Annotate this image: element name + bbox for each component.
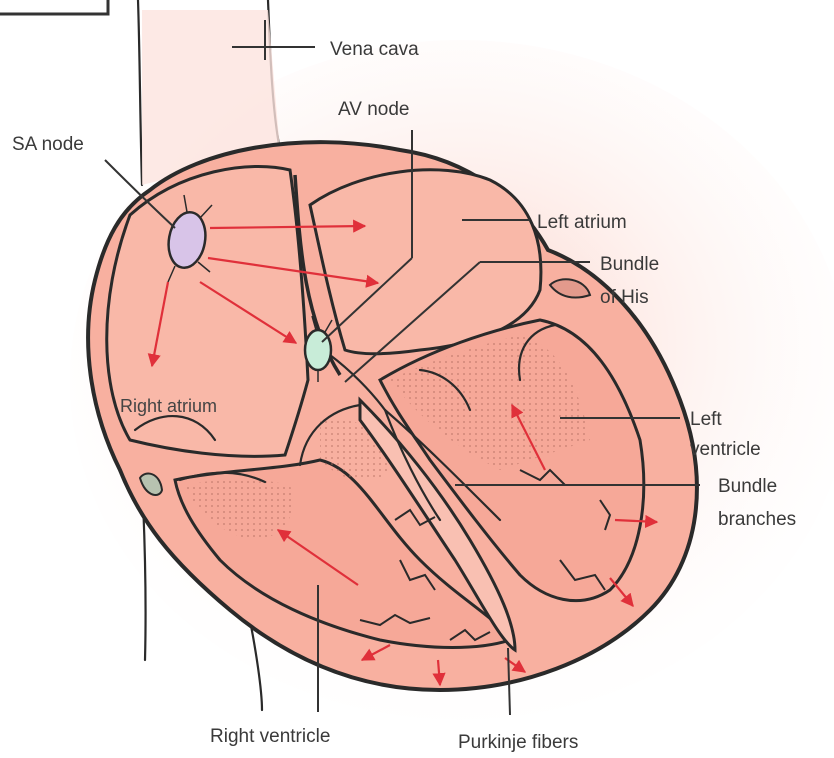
- bundle-branches-label-line2: branches: [718, 509, 796, 530]
- corner-frame: [0, 0, 108, 14]
- vena-cava-label: Vena cava: [330, 39, 419, 60]
- bundle-of-his-label-line1: Bundle: [600, 254, 659, 275]
- left-ventricle-label-line1: Left: [690, 409, 722, 430]
- purkinje-fibers-label: Purkinje fibers: [458, 732, 578, 753]
- bundle-branches-label-line1: Bundle: [718, 476, 777, 497]
- left-ventricle-label-line2: ventricle: [690, 439, 761, 460]
- left-atrium-label: Left atrium: [537, 212, 627, 233]
- sa-node-label: SA node: [12, 134, 84, 155]
- right-ventricle-label: Right ventricle: [210, 726, 330, 747]
- bundle-of-his-label-line2: of His: [600, 287, 649, 308]
- vena-cava-wall-left: [138, 0, 142, 185]
- right-atrium-label: Right atrium: [120, 396, 217, 416]
- av-node-label: AV node: [338, 99, 409, 120]
